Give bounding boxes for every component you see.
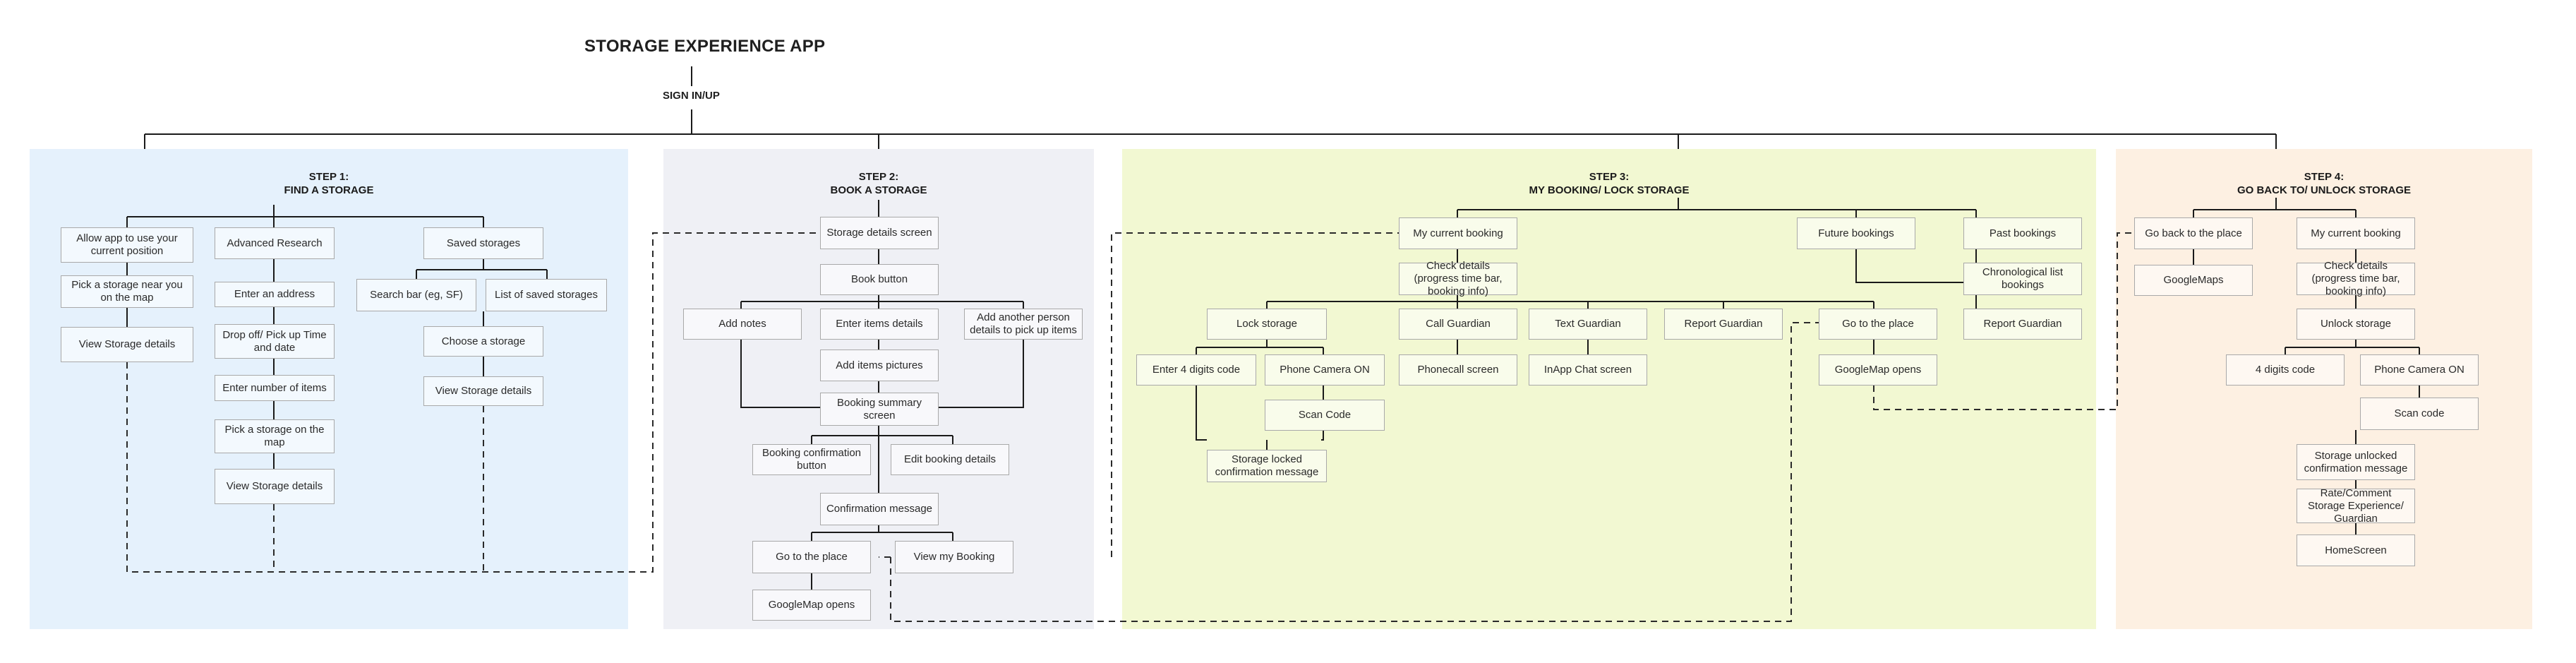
- choose-storage-node: Choose a storage: [423, 326, 543, 357]
- app-title: STORAGE EXPERIENCE APP: [584, 37, 826, 56]
- pick-on-map-node: Pick a storage on the map: [215, 419, 335, 453]
- googlemaps-node-4: GoogleMaps: [2134, 265, 2253, 296]
- scan-code-node-4: Scan code: [2360, 398, 2479, 430]
- lock-storage-node: Lock storage: [1207, 309, 1327, 340]
- go-back-place-node: Go back to the place: [2134, 217, 2253, 249]
- homescreen-node: HomeScreen: [2297, 534, 2415, 566]
- check-details-node-3: Check details (progress time bar, bookin…: [1399, 260, 1517, 297]
- phone-camera-node-3: Phone Camera ON: [1265, 354, 1385, 386]
- confirmation-message-node: Confirmation message: [820, 493, 939, 525]
- pick-near-node: Pick a storage near you on the map: [61, 275, 193, 308]
- view-storage-details-node-3: View Storage details: [423, 376, 543, 406]
- step-4-title: STEP 4: GO BACK TO/ UNLOCK STORAGE: [2237, 171, 2412, 196]
- googlemap-opens-node-3: GoogleMap opens: [1819, 354, 1937, 386]
- scan-code-node-3: Scan Code: [1265, 400, 1385, 431]
- phone-camera-node-4: Phone Camera ON: [2360, 354, 2479, 386]
- view-storage-details-node-2: View Storage details: [215, 469, 335, 504]
- go-to-place-node-3: Go to the place: [1819, 309, 1937, 340]
- chronological-list-node: Chronological list bookings: [1963, 263, 2082, 295]
- booking-confirmation-node: Booking confirmation button: [752, 444, 871, 475]
- go-to-place-node-2: Go to the place: [752, 541, 871, 573]
- add-pictures-node: Add items pictures: [820, 350, 939, 381]
- call-guardian-node: Call Guardian: [1399, 309, 1517, 340]
- storage-details-screen-node: Storage details screen: [820, 217, 939, 249]
- search-bar-node: Search bar (eg, SF): [356, 279, 476, 311]
- enter-items-node: Enter number of items: [215, 375, 335, 401]
- storage-unlocked-node: Storage unlocked confirmation message: [2297, 444, 2415, 480]
- past-bookings-node: Past bookings: [1963, 217, 2082, 249]
- report-guardian-node-3b: Report Guardian: [1963, 309, 2082, 340]
- enter-address-node: Enter an address: [215, 282, 335, 307]
- my-current-booking-node-4: My current booking: [2297, 217, 2415, 249]
- booking-summary-node: Booking summary screen: [820, 393, 939, 426]
- unlock-storage-node: Unlock storage: [2297, 309, 2415, 340]
- storage-locked-node: Storage locked confirmation message: [1207, 450, 1327, 482]
- enter-items-details-node: Enter items details: [820, 309, 939, 340]
- add-person-node: Add another person details to pick up it…: [964, 309, 1083, 340]
- list-saved-storages-node: List of saved storages: [486, 279, 607, 311]
- view-storage-details-node-1: View Storage details: [61, 327, 193, 362]
- step-3-title: STEP 3: MY BOOKING/ LOCK STORAGE: [1529, 171, 1690, 196]
- saved-storages-node: Saved storages: [423, 227, 543, 259]
- future-bookings-node: Future bookings: [1797, 217, 1915, 249]
- advanced-research-node: Advanced Research: [215, 227, 335, 259]
- sign-in-up-label: SIGN IN/UP: [663, 90, 720, 102]
- text-guardian-node: Text Guardian: [1529, 309, 1647, 340]
- report-guardian-node-3: Report Guardian: [1664, 309, 1783, 340]
- inapp-chat-node: InApp Chat screen: [1529, 354, 1647, 386]
- enter-4-digits-node: Enter 4 digits code: [1136, 354, 1256, 386]
- my-current-booking-node-3: My current booking: [1399, 217, 1517, 249]
- check-details-node-4: Check details (progress time bar, bookin…: [2297, 260, 2415, 297]
- view-my-booking-node: View my Booking: [895, 541, 1013, 573]
- dropoff-time-node: Drop off/ Pick up Time and date: [215, 324, 335, 359]
- step-1-title: STEP 1: FIND A STORAGE: [284, 171, 374, 196]
- add-notes-node: Add notes: [683, 309, 802, 340]
- edit-booking-node: Edit booking details: [891, 444, 1009, 475]
- rate-comment-node: Rate/Comment Storage Experience/ Guardia…: [2297, 487, 2415, 525]
- book-button-node: Book button: [820, 264, 939, 295]
- allow-location-node: Allow app to use your current position: [61, 227, 193, 263]
- four-digits-code-node: 4 digits code: [2226, 354, 2345, 386]
- step-2-title: STEP 2: BOOK A STORAGE: [830, 171, 927, 196]
- phonecall-screen-node: Phonecall screen: [1399, 354, 1517, 386]
- googlemap-opens-node-2: GoogleMap opens: [752, 590, 871, 621]
- step-3-panel: STEP 3: MY BOOKING/ LOCK STORAGE: [1122, 149, 2096, 629]
